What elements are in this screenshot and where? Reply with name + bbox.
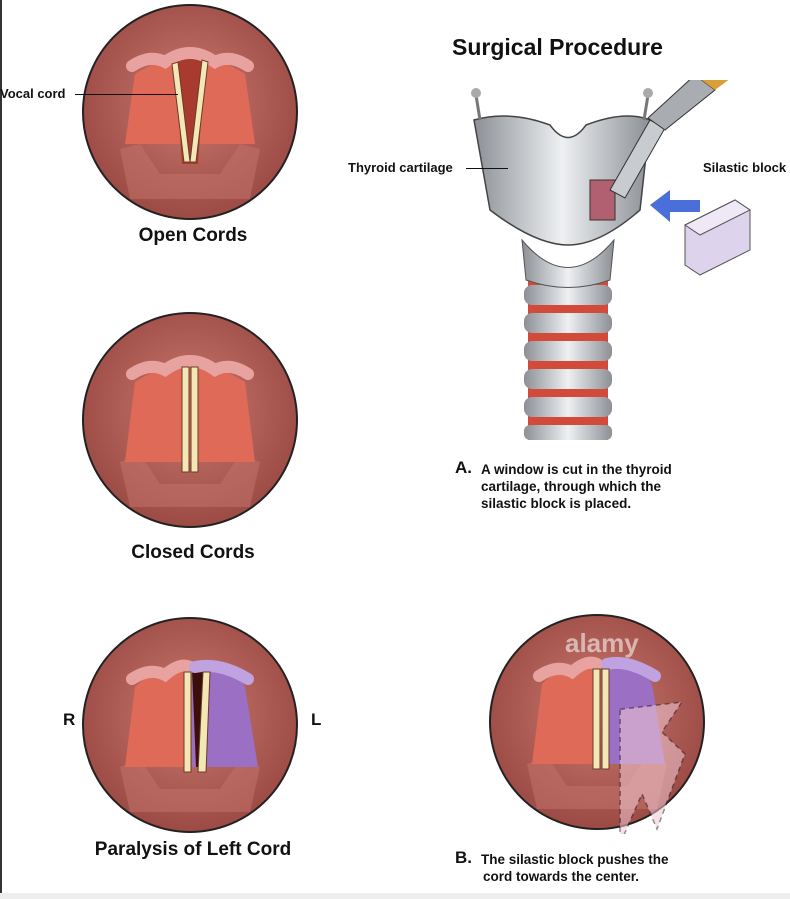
step-a-letter: A. [455,458,472,477]
step-a-line: silastic block is placed. [481,496,632,511]
bottom-strip [0,893,790,899]
paralysis-illustration [82,617,298,833]
silastic-block-label: Silastic block [703,160,787,175]
left-border [0,0,2,899]
thyroid-leader-line [466,168,508,169]
step-b-letter: B. [455,848,472,867]
paralysis-caption: Paralysis of Left Cord [94,839,292,860]
step-a-line: A window is cut in the thyroid [481,462,672,477]
vocal-cord-leader-line [75,94,178,95]
silastic-result-illustration: alamy [489,614,705,834]
left-marker: L [311,710,322,729]
open-cords-illustration [82,4,298,220]
page-title: Surgical Procedure [452,34,663,60]
watermark: alamy [565,628,639,658]
vocal-cord-label: Vocal cord [0,86,66,101]
open-cords-caption: Open Cords [138,225,248,246]
step-b-text: The silastic block pushes the cord towar… [481,851,669,885]
step-b-line: cord towards the center. [483,869,640,884]
larynx-illustration [471,80,751,440]
closed-cords-caption: Closed Cords [131,542,255,563]
step-b-line: The silastic block pushes the [481,852,669,867]
step-a-text: A window is cut in the thyroid cartilage… [481,461,672,512]
closed-cords-illustration [82,312,298,528]
right-marker: R [63,710,76,729]
thyroid-cartilage-label: Thyroid cartilage [348,160,453,175]
step-a-line: cartilage, through which the [481,479,662,494]
